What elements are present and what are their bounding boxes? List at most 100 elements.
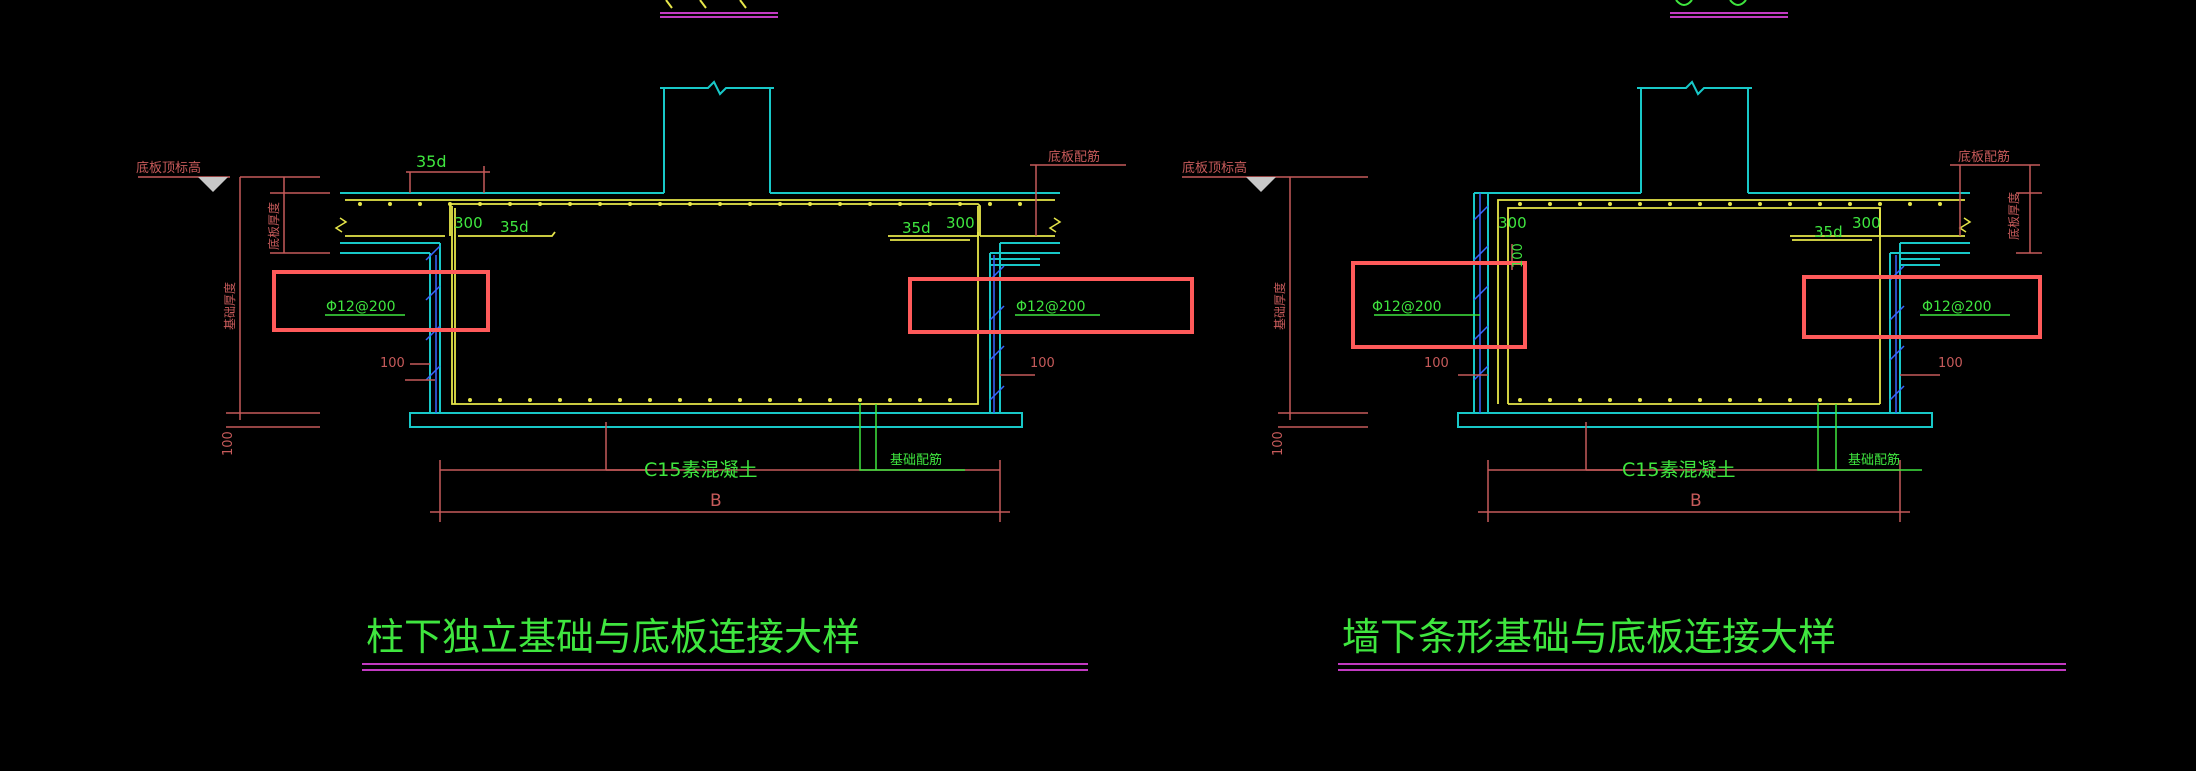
detail-1-highlight-left (272, 270, 490, 332)
detail-1-dim-35d-top: 35d (416, 152, 447, 171)
detail-1-slab-outline (340, 192, 1060, 428)
rebar-dot (658, 202, 662, 206)
rebar-dot (388, 202, 392, 206)
rebar-dot (738, 398, 742, 402)
rebar-dot (538, 202, 542, 206)
rebar-dot (1728, 398, 1732, 402)
rebar-dot (478, 202, 482, 206)
rebar-dot (678, 398, 682, 402)
detail-1-elevation-marker (138, 176, 230, 192)
detail-1-label-concrete: C15素混凝土 (644, 459, 757, 481)
detail-2-label-width: B (1690, 491, 1702, 511)
rebar-dot (748, 202, 752, 206)
rebar-dot (1788, 202, 1792, 206)
detail-2-dim-100-wall: 100 (1511, 243, 1526, 268)
rebar-dot (1908, 202, 1912, 206)
detail-1-label-elevation: 底板顶标高 (136, 160, 201, 176)
detail-1-label-foundation-rebar: 基础配筋 (890, 452, 942, 468)
detail-2-dim-100-right: 100 (1938, 356, 1963, 371)
detail-1-label-slab-rebar: 底板配筋 (1048, 149, 1100, 165)
detail-1-rebar (345, 199, 1055, 405)
rebar-dot (778, 202, 782, 206)
detail-2-wall-foundation: 底板顶标高 基础厚度 300 100 35d 300 底板配筋 底板厚度 Φ12… (1182, 80, 2066, 671)
rebar-dot (1608, 398, 1612, 402)
detail-1-dim-35d-right: 35d (902, 219, 931, 237)
rebar-dot (1018, 202, 1022, 206)
detail-1-dim-35d-left: 35d (500, 218, 529, 236)
rebar-dot (1638, 398, 1642, 402)
rebar-dot (1788, 398, 1792, 402)
detail-2-dim-300-left: 300 (1498, 214, 1527, 232)
rebar-dot (1548, 202, 1552, 206)
detail-2-label-foundation-rebar: 基础配筋 (1848, 452, 1900, 468)
rebar-dot (1758, 398, 1762, 402)
rebar-dot (1758, 202, 1762, 206)
rebar-dot (1518, 202, 1522, 206)
detail-1-column (660, 80, 774, 193)
detail-2-dim-100-left: 100 (1424, 356, 1449, 371)
rebar-dot (798, 398, 802, 402)
rebar-dot (1518, 398, 1522, 402)
detail-2-label-slab-thickness: 底板厚度 (2006, 192, 2021, 240)
rebar-dot (708, 398, 712, 402)
detail-2-dimensions (1278, 164, 2042, 522)
detail-1-dim-300-right: 300 (946, 214, 975, 232)
detail-1-dim-100-left: 100 (380, 356, 405, 371)
rebar-dot (718, 202, 722, 206)
rebar-dot (448, 202, 452, 206)
rebar-dot (598, 202, 602, 206)
detail-1-rebar-dots (358, 202, 1022, 402)
rebar-dot (468, 398, 472, 402)
detail-2-title: 墙下条形基础与底板连接大样 (1342, 615, 1836, 659)
rebar-dot (618, 398, 622, 402)
detail-2-rebar-left: Φ12@200 (1372, 299, 1442, 315)
detail-2-dim-300-right: 300 (1852, 214, 1881, 232)
detail-1-label-foundation-thickness: 基础厚度 (222, 282, 237, 330)
detail-1-rebar-right: Φ12@200 (1016, 299, 1086, 315)
detail-1-label-width: B (710, 491, 722, 511)
detail-1-break-lines (334, 217, 1062, 233)
rebar-dot (988, 202, 992, 206)
detail-1-column-foundation: 底板顶标高 底板厚度 基础厚度 35d 300 35d 35d 300 底板配筋… (136, 80, 1194, 671)
detail-2-label-concrete: C15素混凝土 (1622, 459, 1735, 481)
rebar-dot (928, 202, 932, 206)
rebar-dot (568, 202, 572, 206)
rebar-dot (558, 398, 562, 402)
rebar-dot (958, 202, 962, 206)
rebar-dot (808, 202, 812, 206)
rebar-dot (1728, 202, 1732, 206)
detail-1-dimensions (226, 164, 1126, 522)
rebar-dot (1698, 202, 1702, 206)
rebar-dot (418, 202, 422, 206)
rebar-dot (1578, 398, 1582, 402)
rebar-dot (858, 398, 862, 402)
rebar-dot (1668, 398, 1672, 402)
detail-2-elevation-marker (1182, 176, 1280, 192)
rebar-dot (358, 202, 362, 206)
detail-2-rebar (1497, 199, 1965, 405)
rebar-dot (828, 398, 832, 402)
rebar-dot (498, 398, 502, 402)
detail-1-leaders (325, 314, 1100, 471)
rebar-dot (1818, 398, 1822, 402)
detail-2-waterproof-hatch (1473, 193, 1905, 413)
detail-2-label-foundation-thickness: 基础厚度 (1272, 282, 1287, 330)
rebar-dot (1668, 202, 1672, 206)
detail-2-highlight-right (1802, 275, 2042, 339)
detail-2-leaders (1374, 314, 2010, 471)
rebar-dot (1818, 202, 1822, 206)
rebar-dot (1608, 202, 1612, 206)
rebar-dot (648, 398, 652, 402)
rebar-dot (918, 398, 922, 402)
detail-2-slab-outline (1457, 192, 1970, 428)
rebar-dot (528, 398, 532, 402)
rebar-dot (588, 398, 592, 402)
top-cropped-marks (660, 0, 1788, 18)
rebar-dot (1938, 202, 1942, 206)
detail-2-rebar-right: Φ12@200 (1922, 299, 1992, 315)
rebar-dot (1578, 202, 1582, 206)
rebar-dot (1848, 398, 1852, 402)
detail-2-dim-100-bottom: 100 (1271, 431, 1286, 456)
